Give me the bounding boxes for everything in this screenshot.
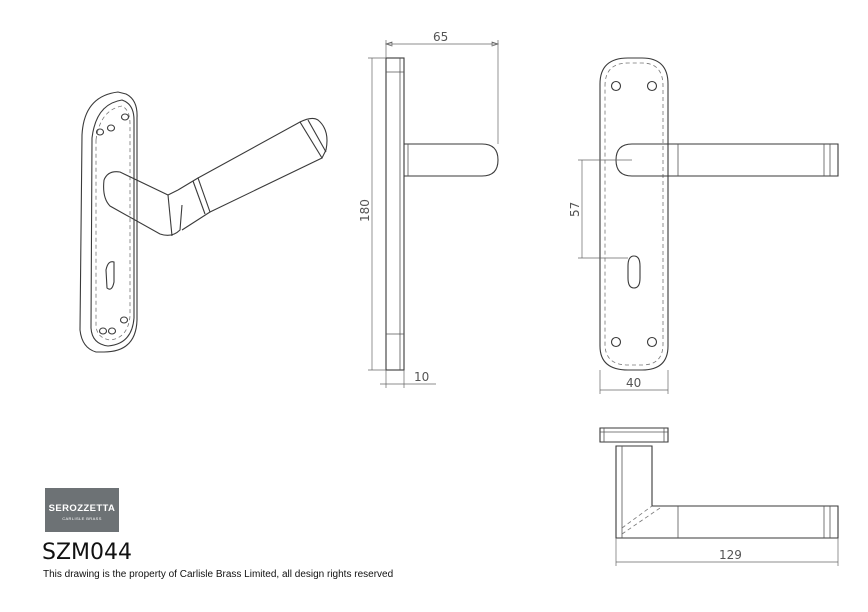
isometric-view xyxy=(79,91,328,353)
product-code: SZM044 xyxy=(42,540,133,565)
dimension-plate-thickness: 10 xyxy=(414,370,429,384)
plan-view: 129 xyxy=(599,427,839,566)
logo-brand: SEROZZETTA xyxy=(48,503,116,514)
logo-sub: CARLISLE BRASS xyxy=(62,516,102,521)
dimension-plate-height: 180 xyxy=(358,199,372,222)
front-view: 57 40 xyxy=(568,57,839,394)
dimension-plate-width: 40 xyxy=(626,376,641,390)
dimension-lever-length: 129 xyxy=(719,548,742,562)
dimension-side-projection: 65 xyxy=(433,30,448,44)
copyright-note: This drawing is the property of Carlisle… xyxy=(43,569,394,580)
serozzetta-logo: SEROZZETTA CARLISLE BRASS xyxy=(45,488,119,532)
side-view: 65 180 10 xyxy=(358,30,500,388)
dimension-lever-to-keyhole: 57 xyxy=(568,202,582,217)
